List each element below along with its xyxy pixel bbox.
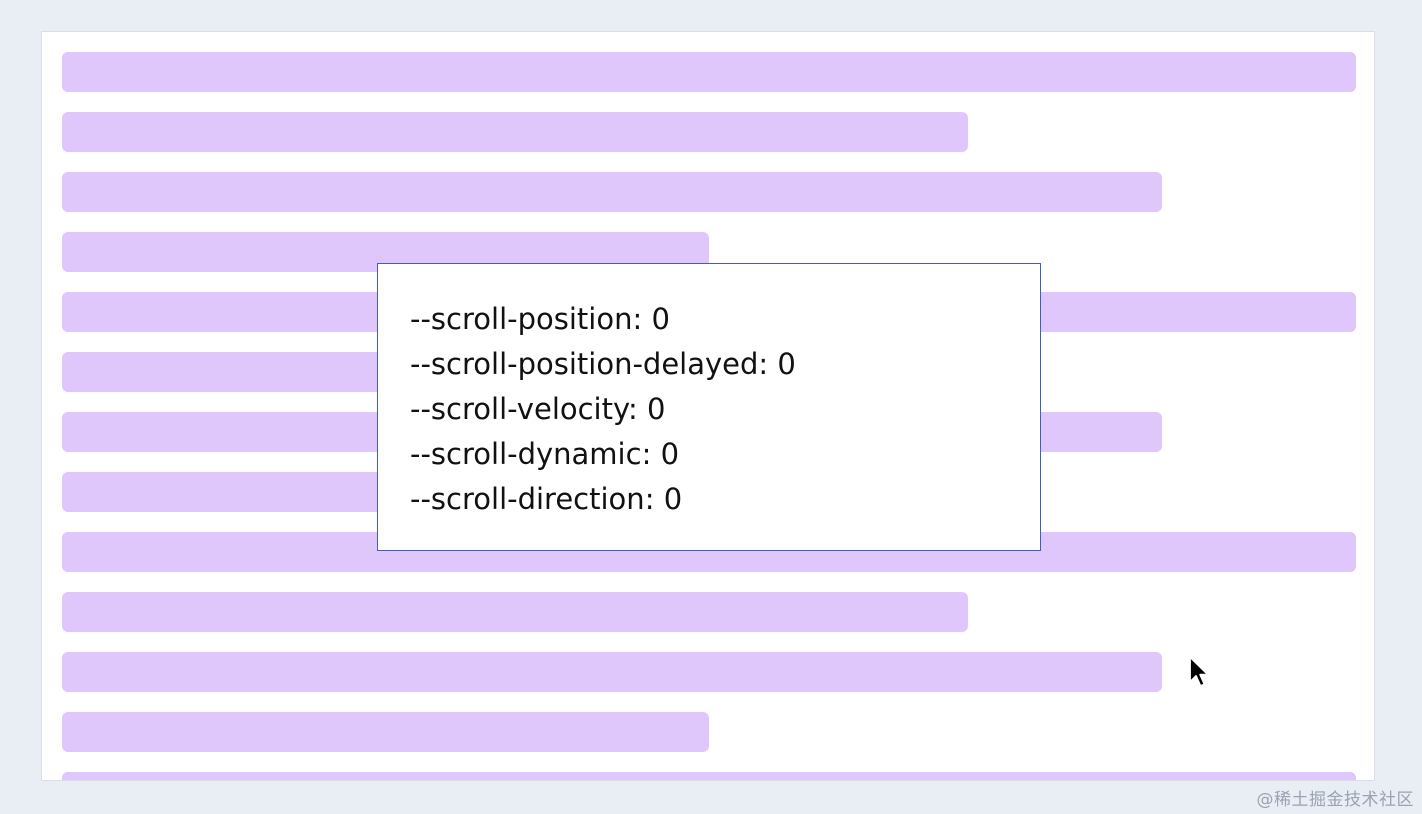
scroll-variables-panel: --scroll-position: 0 --scroll-position-d… (377, 263, 1041, 551)
var-scroll-dynamic: --scroll-dynamic: 0 (410, 437, 680, 471)
scroll-container[interactable] (41, 31, 1375, 781)
var-scroll-position-delayed: --scroll-position-delayed: 0 (410, 347, 796, 381)
content-bar (62, 592, 968, 632)
content-bar (62, 652, 1162, 692)
arrow-cursor-icon (1189, 656, 1209, 687)
var-scroll-position: --scroll-position: 0 (410, 302, 670, 336)
watermark: @稀土掘金技术社区 (1256, 790, 1414, 810)
content-bar (62, 772, 1356, 780)
content-bar (62, 52, 1356, 92)
var-scroll-direction: --scroll-direction: 0 (410, 482, 683, 516)
var-scroll-velocity: --scroll-velocity: 0 (410, 392, 666, 426)
content-bar (62, 712, 709, 752)
content-bar (62, 172, 1162, 212)
content-bar (62, 112, 968, 152)
